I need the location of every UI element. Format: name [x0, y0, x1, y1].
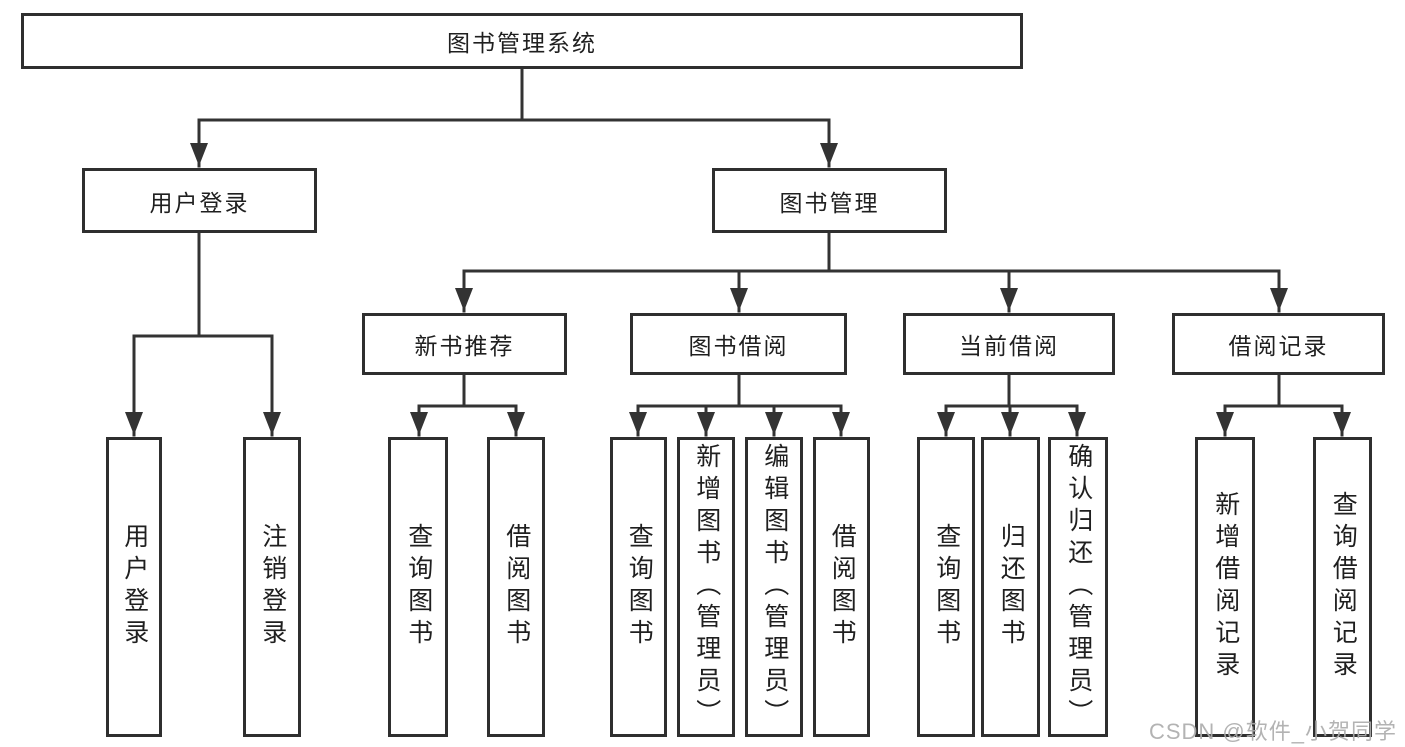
- node-new-book-recommend: 新书推荐: [362, 313, 567, 375]
- leaf-logout: 注销登录: [243, 437, 301, 737]
- leaf-return-book: 归还图书: [981, 437, 1040, 737]
- leaf-query-books-recommend: 查询图书: [388, 437, 448, 737]
- leaf-add-book-admin: 新增图书（管理员）: [677, 437, 735, 737]
- leaf-borrow-books-2: 借阅图书: [813, 437, 870, 737]
- node-book-management: 图书管理: [712, 168, 947, 233]
- node-book-borrow: 图书借阅: [630, 313, 847, 375]
- node-borrow-records: 借阅记录: [1172, 313, 1385, 375]
- leaf-borrow-books-recommend: 借阅图书: [487, 437, 545, 737]
- node-root: 图书管理系统: [21, 13, 1023, 69]
- leaf-query-books-borrow: 查询图书: [610, 437, 667, 737]
- leaf-edit-book-admin: 编辑图书（管理员）: [745, 437, 803, 737]
- leaf-user-login: 用户登录: [106, 437, 162, 737]
- node-current-borrow: 当前借阅: [903, 313, 1115, 375]
- leaf-query-borrow-record: 查询借阅记录: [1313, 437, 1372, 737]
- leaf-query-books-current: 查询图书: [917, 437, 975, 737]
- node-user-login: 用户登录: [82, 168, 317, 233]
- leaf-confirm-return-admin: 确认归还（管理员）: [1048, 437, 1108, 737]
- leaf-add-borrow-record: 新增借阅记录: [1195, 437, 1255, 737]
